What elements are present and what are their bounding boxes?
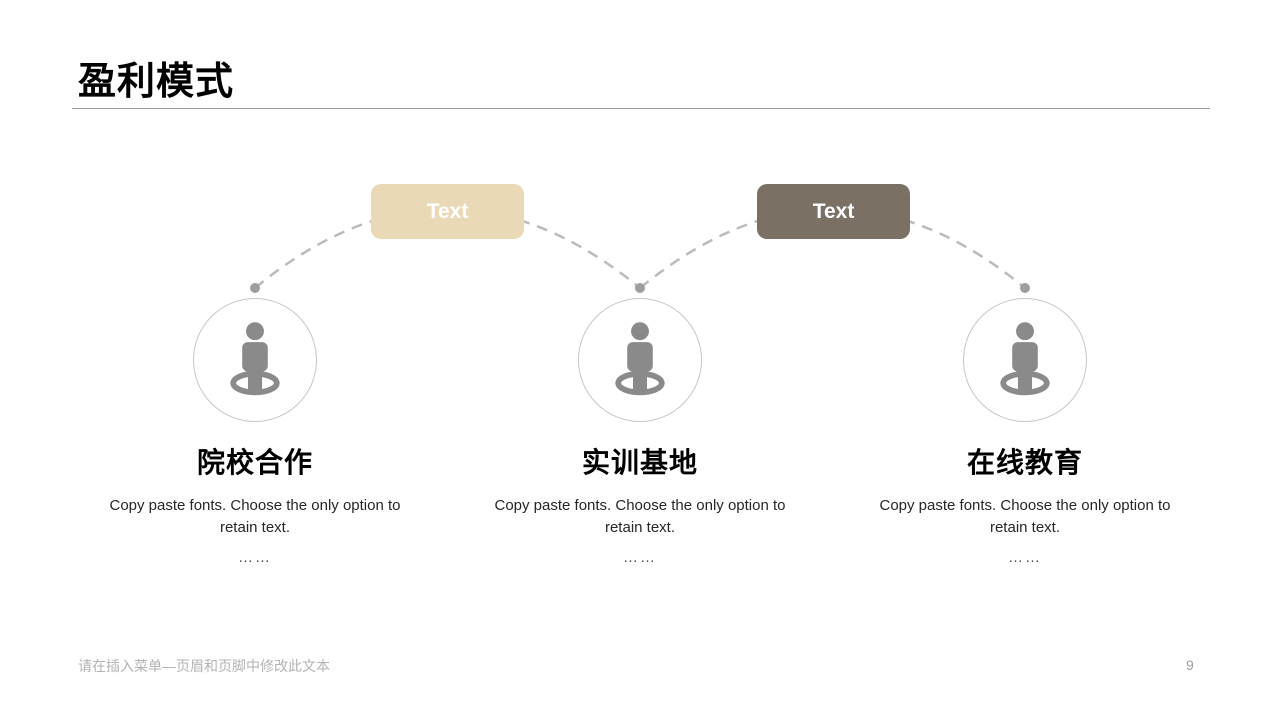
connector-label-1: Text xyxy=(426,199,469,223)
title-divider xyxy=(72,108,1210,109)
item-heading-2: 实训基地 xyxy=(581,447,698,478)
connector-label-2: Text xyxy=(812,199,855,223)
person-location-icon xyxy=(230,322,280,396)
person-location-icon xyxy=(1000,322,1050,396)
connector-label-box-1: Text xyxy=(371,184,524,239)
item-column-2: 实训基地 Copy paste fonts. Choose the only o… xyxy=(470,441,810,566)
node-circle-2 xyxy=(578,298,702,422)
person-location-icon xyxy=(615,322,665,396)
item-body-2: Copy paste fonts. Choose the only option… xyxy=(494,497,786,536)
item-column-3: 在线教育 Copy paste fonts. Choose the only o… xyxy=(855,441,1195,566)
item-column-1: 院校合作 Copy paste fonts. Choose the only o… xyxy=(85,441,425,566)
node-circle-1 xyxy=(193,298,317,422)
arc-endpoint-dot xyxy=(635,283,645,293)
item-ellipsis-1: …… xyxy=(238,549,272,566)
node-circle-3 xyxy=(963,298,1087,422)
item-heading-3: 在线教育 xyxy=(966,447,1083,478)
page-title: 盈利模式 xyxy=(78,61,235,103)
arc-endpoint-dot xyxy=(1020,283,1030,293)
connector-label-box-2: Text xyxy=(757,184,910,239)
item-body-1: Copy paste fonts. Choose the only option… xyxy=(109,497,401,536)
item-ellipsis-2: …… xyxy=(623,549,657,566)
arc-endpoint-dot xyxy=(250,283,260,293)
page-number: 9 xyxy=(1186,657,1194,673)
item-ellipsis-3: …… xyxy=(1008,549,1042,566)
item-body-3: Copy paste fonts. Choose the only option… xyxy=(879,497,1171,536)
item-heading-1: 院校合作 xyxy=(196,447,313,478)
footer-note: 请在插入菜单—页眉和页脚中修改此文本 xyxy=(78,658,330,674)
